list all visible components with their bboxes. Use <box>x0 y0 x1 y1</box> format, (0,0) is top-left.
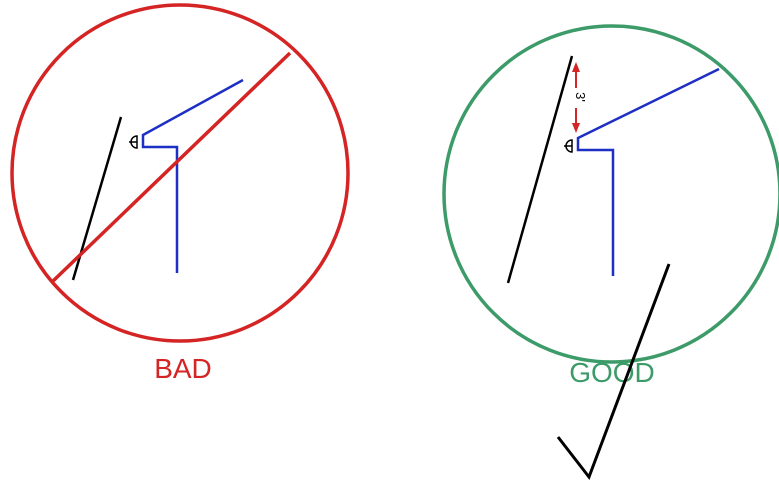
checkmark-icon <box>556 263 671 481</box>
good-circle <box>442 24 779 364</box>
dimension-label: 3' <box>573 92 588 102</box>
dimension-label-bg <box>567 88 585 108</box>
good-fixture-arm <box>576 67 720 276</box>
bad-label: BAD <box>154 353 212 384</box>
bad-lamp-head-icon <box>129 135 138 149</box>
bad-circle <box>10 3 350 343</box>
prohibited-slash-icon <box>50 51 292 284</box>
good-panel: 3' GOOD <box>442 24 779 481</box>
good-lamp-head-icon <box>564 139 573 153</box>
good-label: GOOD <box>569 357 655 388</box>
good-wall-line <box>506 55 574 284</box>
bad-fixture-arm <box>141 78 244 273</box>
bad-panel: BAD <box>10 3 350 384</box>
